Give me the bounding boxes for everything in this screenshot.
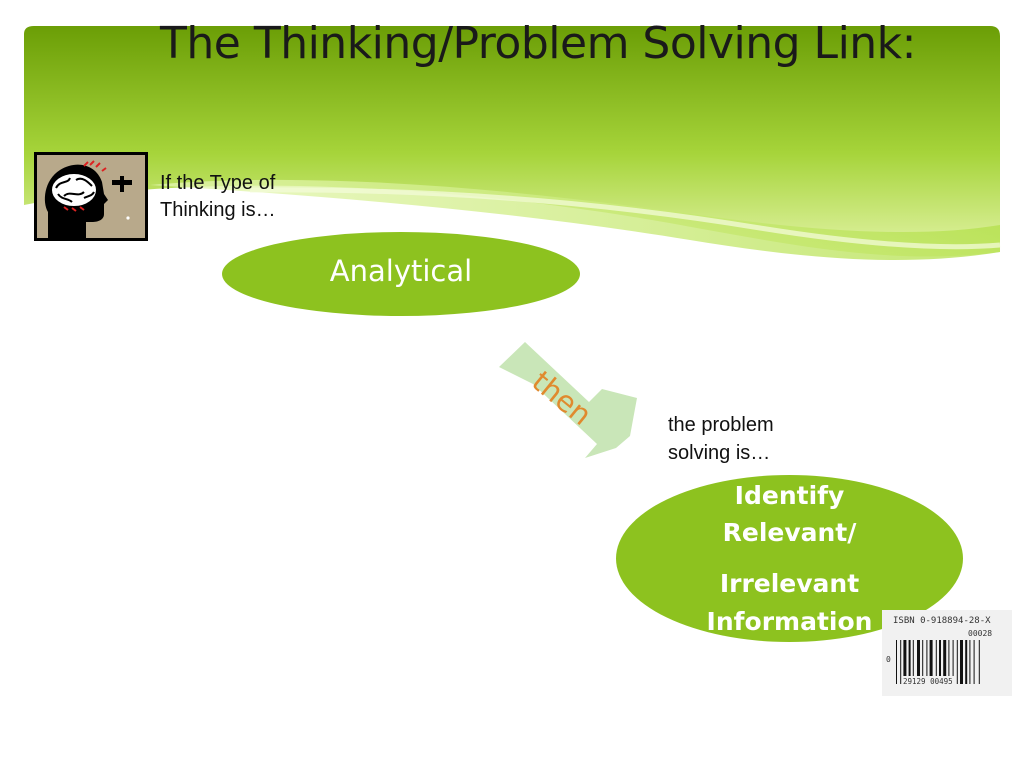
barcode-bar [935, 640, 937, 684]
barcode-bar [917, 640, 920, 684]
result-line-1: Identify [734, 481, 845, 510]
thinking-type-prompt: If the Type of Thinking is… [160, 170, 330, 224]
problem-line-1: the problem [668, 414, 774, 436]
header-swoosh [24, 26, 1001, 261]
barcode-bar [956, 640, 958, 684]
isbn-code-top: 00028 [968, 629, 992, 638]
result-line-4: Information [706, 607, 873, 636]
barcode-bar [973, 640, 975, 684]
isbn-text: ISBN 0-918894-28-X [893, 616, 991, 626]
barcode-bar [969, 640, 971, 684]
problem-line-2: solving is… [668, 442, 771, 464]
result-line-3: Irrelevant [719, 569, 860, 598]
barcode-bar [965, 640, 968, 684]
slide-title: The Thinking/Problem Solving Link: [160, 18, 917, 69]
intro-line-2: Thinking is… [160, 199, 276, 221]
brain-faucet-icon [34, 152, 148, 241]
barcode-bar [943, 640, 947, 684]
barcode-bar [912, 640, 914, 684]
barcode-bars [896, 640, 980, 684]
result-line-2: Relevant/ [722, 518, 857, 547]
isbn-code-bottom: 29129 00495 [903, 677, 953, 686]
then-arrow: then [499, 342, 637, 458]
isbn-digit-left: 0 [886, 655, 891, 664]
problem-solving-prompt: the problem solving is… [668, 411, 858, 467]
thinking-type-label: Analytical [329, 254, 473, 288]
barcode-bar [952, 640, 954, 684]
barcode-bar [900, 640, 902, 684]
barcode-bar [903, 640, 907, 684]
barcode-bar [922, 640, 924, 684]
intro-line-1: If the Type of [160, 172, 276, 194]
barcode-bar [948, 640, 950, 684]
thinking-type-oval: Analytical [222, 232, 580, 316]
barcode-bar [929, 640, 933, 684]
barcode-bar [908, 640, 911, 684]
barcode-bar [896, 640, 897, 684]
barcode-bar [978, 640, 980, 684]
barcode-bar [926, 640, 928, 684]
isbn-barcode-image: ISBN 0-918894-28-X 00028 0 29129 00495 [882, 610, 1012, 696]
barcode-bar [960, 640, 963, 684]
barcode-bar [939, 640, 941, 684]
